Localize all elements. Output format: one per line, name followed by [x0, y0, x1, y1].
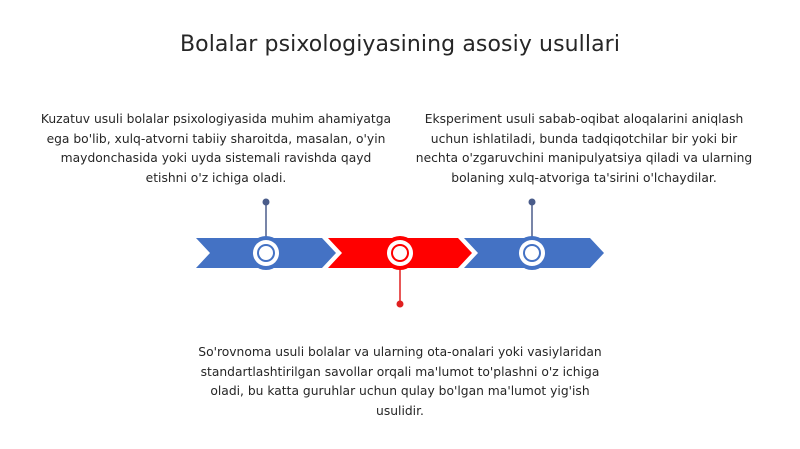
connector-dot-survey — [396, 300, 404, 308]
connector-dot-experiment — [528, 198, 536, 206]
connector-dot-observation — [262, 198, 270, 206]
timeline-marker-survey-center — [393, 246, 407, 260]
experiment-text: Eksperiment usuli sabab-oqibat aloqalari… — [415, 112, 753, 185]
slide-title: Bolalar psixologiyasining asosiy usullar… — [179, 32, 621, 57]
observation-text: Kuzatuv usuli bolalar psixologiyasida mu… — [40, 112, 392, 185]
survey-text: So'rovnoma usuli bolalar va ularning ota… — [198, 345, 602, 418]
timeline-marker-observation-center — [259, 246, 273, 260]
timeline-marker-experiment-center — [525, 246, 539, 260]
